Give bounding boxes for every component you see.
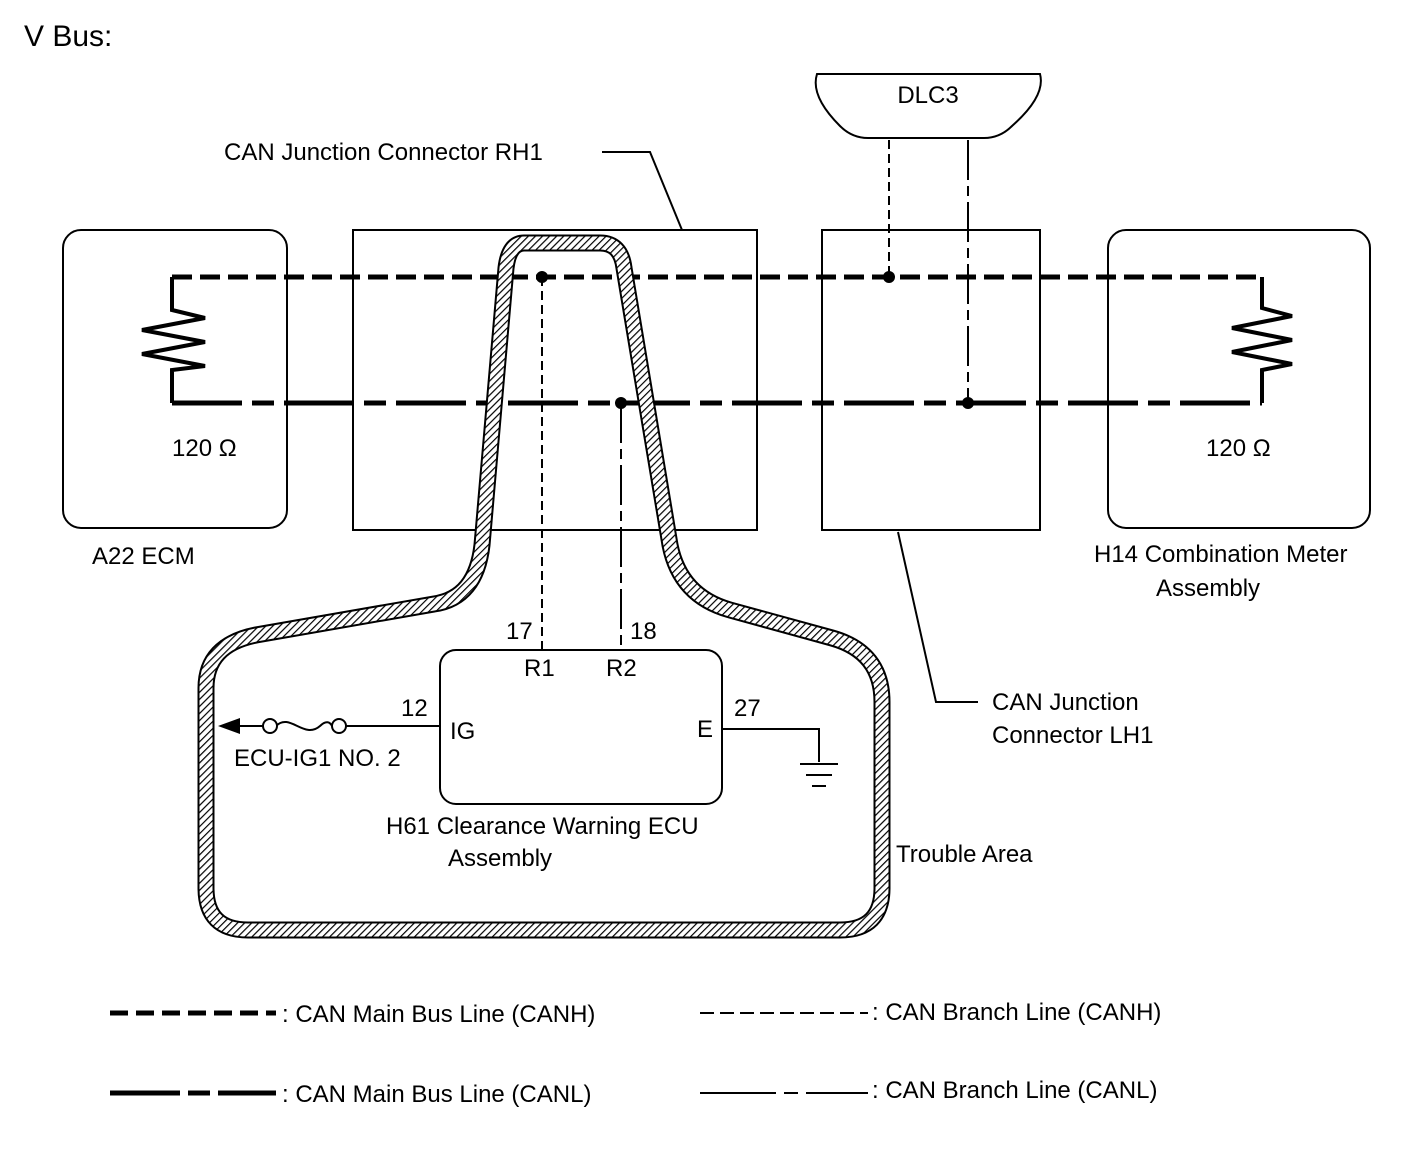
rh1-leader-line [602,151,683,231]
lh1-label-line1: CAN Junction [992,689,1139,716]
ig-supply-arrow [218,718,240,734]
pin-18-number: 18 [630,618,657,645]
legend-branch-canl-label: : CAN Branch Line (CANL) [872,1077,1157,1104]
fuse-terminal-left [262,718,278,734]
pin-r2-label: R2 [606,655,637,682]
ecu-label-line2: Assembly [448,845,552,872]
dlc3-connector [814,73,1042,139]
junction-dot-dlc3-l [962,397,974,409]
ecm-resistor-label: 120 Ω [172,435,237,462]
pin-17-number: 17 [506,618,533,645]
ecm-box [62,229,288,529]
lh1-leader-line [897,531,978,703]
lh1-connector-box [821,229,1041,531]
diagram-title: V Bus: [24,20,112,53]
ecu-label-line1: H61 Clearance Warning ECU [386,813,699,840]
meter-label-line2: Assembly [1156,575,1260,602]
ground-wire [722,728,820,762]
meter-label-line1: H14 Combination Meter [1094,541,1347,568]
pin-12-number: 12 [401,695,428,722]
pin-27-number: 27 [734,695,761,722]
meter-resistor-label: 120 Ω [1206,435,1271,462]
rh1-connector-box [352,229,758,531]
pin-ig-label: IG [450,718,475,745]
dlc3-label: DLC3 [897,82,958,109]
meter-resistor [1231,277,1293,403]
ecm-label: A22 ECM [92,543,195,570]
meter-box [1107,229,1371,529]
trouble-area-outline [199,236,889,937]
junction-dot-r1 [536,271,548,283]
legend-branch-canh-label: : CAN Branch Line (CANH) [872,999,1161,1026]
fuse-label: ECU-IG1 NO. 2 [234,745,401,772]
pin-r1-label: R1 [524,655,555,682]
junction-dot-dlc3-h [883,271,895,283]
pin-e-label: E [697,716,713,743]
legend-main-canh-label: : CAN Main Bus Line (CANH) [282,1001,595,1028]
fuse-element [275,720,333,732]
junction-dot-r2 [615,397,627,409]
fuse-terminal-right [331,718,347,734]
rh1-label: CAN Junction Connector RH1 [224,139,543,166]
lh1-label-line2: Connector LH1 [992,722,1153,749]
trouble-area-label: Trouble Area [896,841,1033,868]
legend-main-canl-label: : CAN Main Bus Line (CANL) [282,1081,591,1108]
ecm-resistor [141,277,206,403]
ecu-box [439,649,723,805]
